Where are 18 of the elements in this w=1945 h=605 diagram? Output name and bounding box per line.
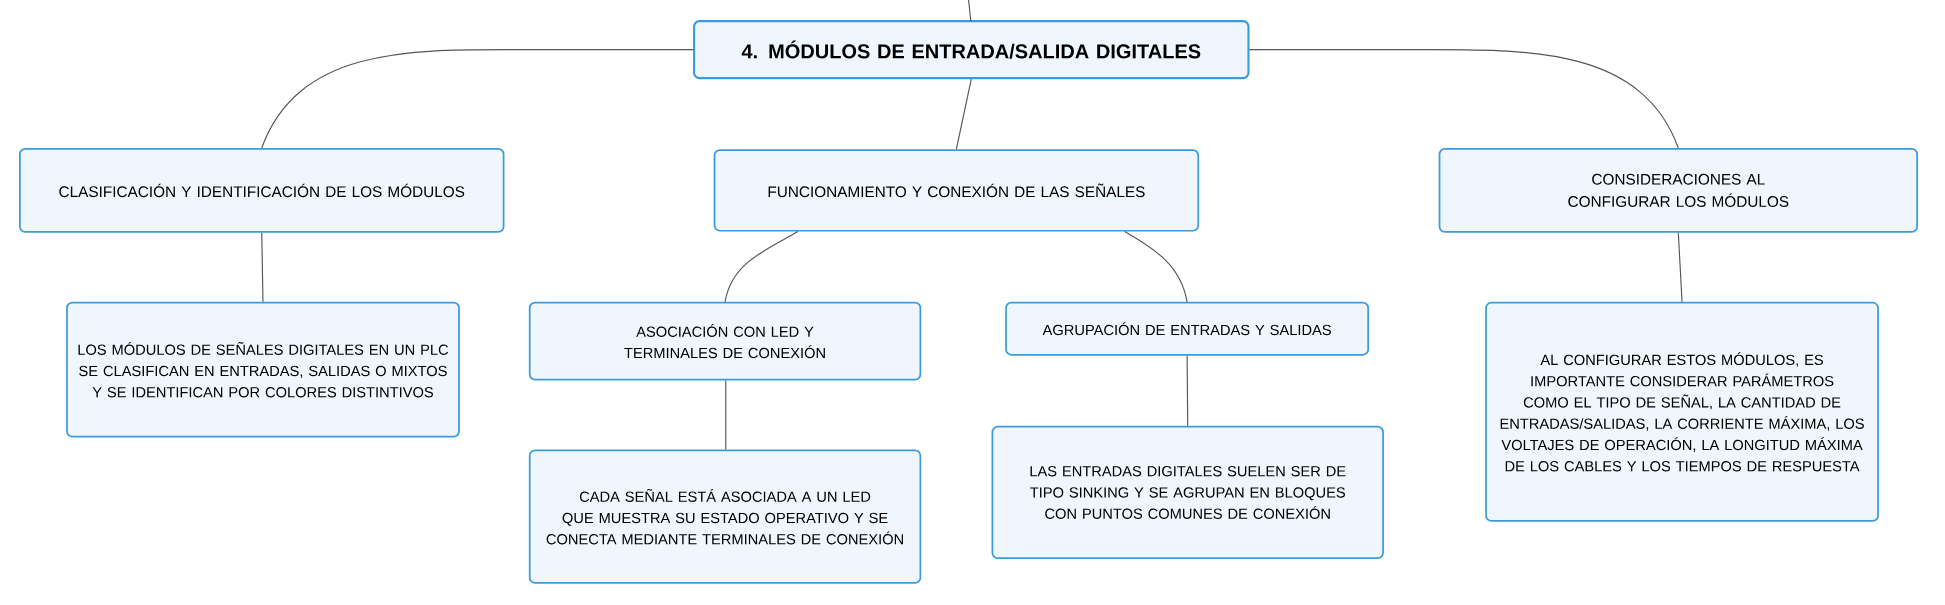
topic-box: FUNCIONAMIENTO Y CONEXIÓN DE LAS SEÑALES [713, 149, 1200, 232]
connector-line [955, 78, 972, 150]
connector-line [261, 48, 694, 149]
topic-box: CLASIFICACIÓN Y IDENTIFICACIÓN DE LOS MÓDULOS [19, 147, 505, 233]
connector-line [725, 379, 727, 450]
topic-box: ASOCIACIÓN CON LED Y TERMINALES DE CONEXIÓN [528, 301, 922, 381]
topic-box: LOS MÓDULOS DE SEÑALES DIGITALES EN UN PLC SE CLASIFICAN EN ENTRADAS, SALIDAS O MIXTOS Y SE IDENTIFICAN POR COLORES DISTINTIVOS [66, 301, 460, 438]
topic-box: CONSIDERACIONES AL CONFIGURAR LOS MÓDULOS [1438, 147, 1918, 233]
root-box: 4. MÓDULOS DE ENTRADA/SALIDA DIGITALES [693, 19, 1250, 80]
topic-box: CADA SEÑAL ESTÁ ASOCIADA A UN LED QUE MUESTRA SU ESTADO OPERATIVO Y SE CONECTA MEDIANTE TERMINALES DE CONEXIÓN [528, 449, 922, 584]
topic-box: LAS ENTRADAS DIGITALES SUELEN SER DE TIPO SINKING Y SE AGRUPAN EN BLOQUES CON PUNTOS COMUNES DE CONEXIÓN [991, 425, 1384, 559]
connector-line [1677, 232, 1683, 303]
topic-box: AGRUPACIÓN DE ENTRADAS Y SALIDAS [1005, 301, 1370, 356]
connector-line [1186, 354, 1189, 427]
connector-line [261, 232, 264, 303]
connector-line [967, 0, 972, 22]
topic-box: AL CONFIGURAR ESTOS MÓDULOS, ES IMPORTANTE CONSIDERAR PARÁMETROS COMO EL TIPO DE SEÑAL, LA CANTIDAD DE ENTRADAS/SALIDAS, LA CORRIENTE MÁXIMA, LOS VOLTAJES DE OPERACIÓN, LA LONGITUD MÁXIMA DE LOS CABLES Y LOS TIEMPOS DE RESPUESTA [1485, 301, 1879, 522]
connector-line [1248, 48, 1679, 149]
